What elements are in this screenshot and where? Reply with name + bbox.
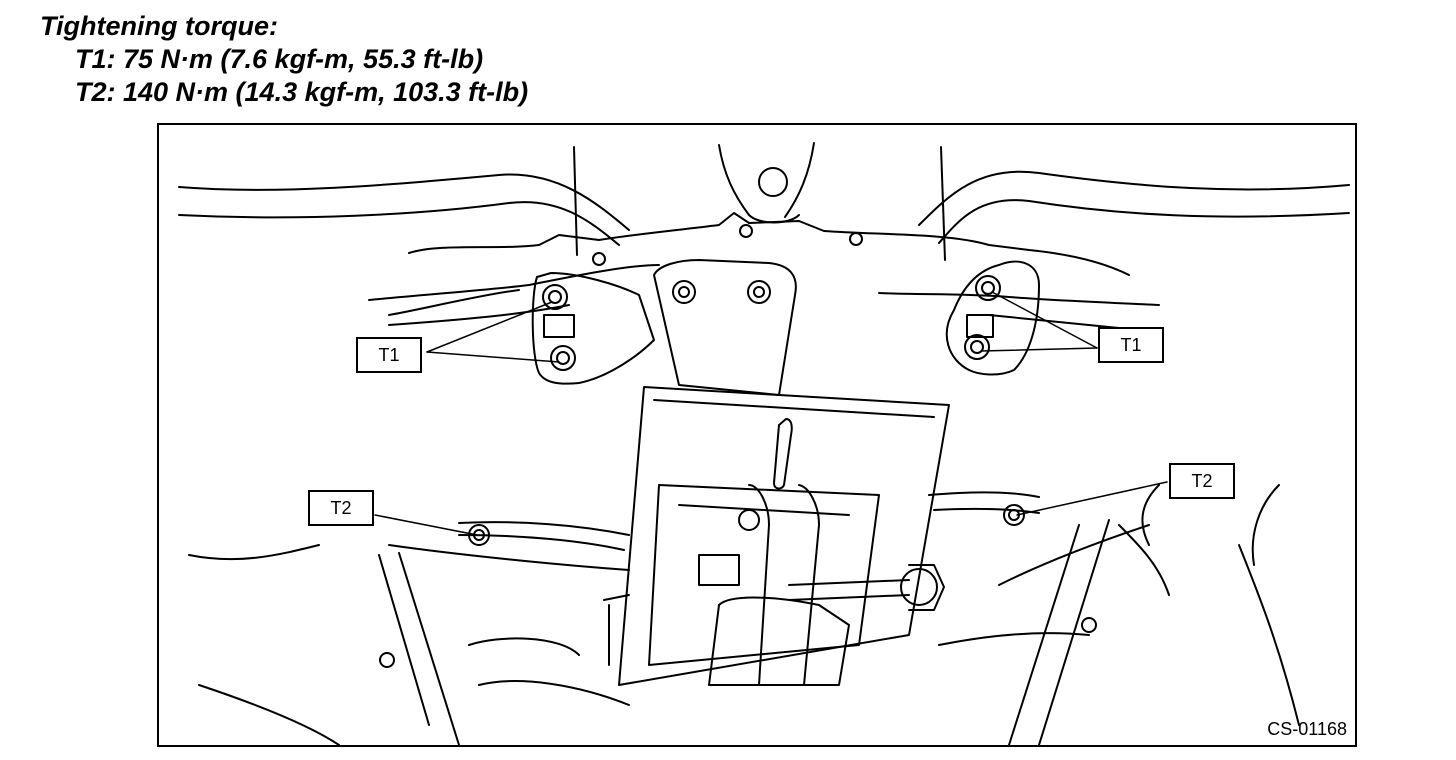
body-contours (178, 142, 1350, 261)
leader-lines (374, 291, 1168, 536)
illustration-frame: T1 T1 T2 T2 CS-01168 (157, 123, 1357, 747)
crossmember-beam (368, 212, 1160, 331)
left-mount-bracket (531, 272, 655, 385)
callout-t2-right: T2 (1169, 463, 1235, 499)
torque-spec-t1: T1: 75 N·m (7.6 kgf-m, 55.3 ft-lb) (75, 44, 484, 74)
right-mount-bracket (945, 260, 1040, 376)
center-arm-block (653, 259, 797, 396)
jack-plate (603, 386, 950, 686)
torque-spec-header: Tightening torque: T1: 75 N·m (7.6 kgf-m… (40, 10, 528, 109)
torque-spec-t2: T2: 140 N·m (14.3 kgf-m, 103.3 ft-lb) (75, 77, 529, 107)
crossmember-illustration (178, 142, 1350, 745)
callout-t1-left: T1 (356, 337, 422, 373)
figure-code: CS-01168 (1267, 719, 1347, 739)
header-title: Tightening torque: (40, 11, 278, 41)
callout-t1-right: T1 (1098, 327, 1164, 363)
right-t2-bolt (1003, 504, 1097, 633)
callout-t2-left: T2 (308, 490, 374, 526)
lower-side-rails (188, 484, 1300, 745)
